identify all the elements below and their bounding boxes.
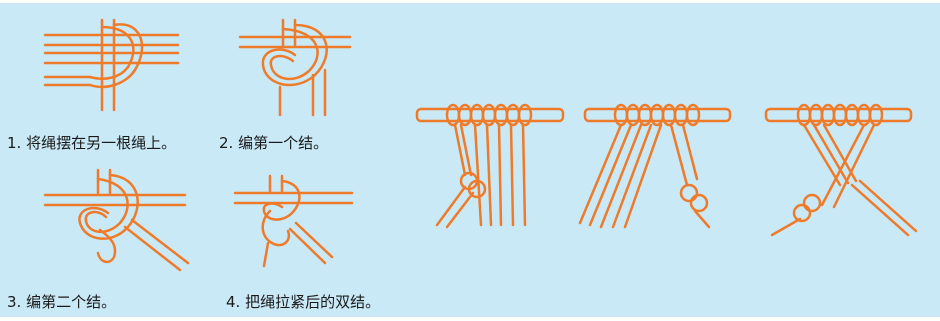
step4-knot-illustration bbox=[230, 171, 360, 271]
step4-caption: 4. 把绳拉紧后的双结。 bbox=[226, 293, 381, 311]
step3-knot-illustration bbox=[40, 165, 190, 275]
macrame-crossed-knot-illustration bbox=[760, 95, 920, 240]
step1-caption: 1. 将绳摆在另一根绳上。 bbox=[7, 134, 177, 152]
macrame-diagonal-knot-illustration bbox=[575, 95, 735, 235]
step1-knot-illustration bbox=[40, 15, 185, 115]
step2-knot-illustration bbox=[235, 15, 355, 120]
macrame-fringe-knot-illustration bbox=[415, 95, 565, 235]
step3-caption: 3. 编第二个结。 bbox=[7, 293, 117, 311]
header-wraps bbox=[447, 105, 531, 125]
step2-caption: 2. 编第一个结。 bbox=[219, 134, 329, 152]
diagram-panel: 1. 将绳摆在另一根绳上。 2. 编第一个结。 3. 编第二个结。 bbox=[0, 3, 940, 317]
